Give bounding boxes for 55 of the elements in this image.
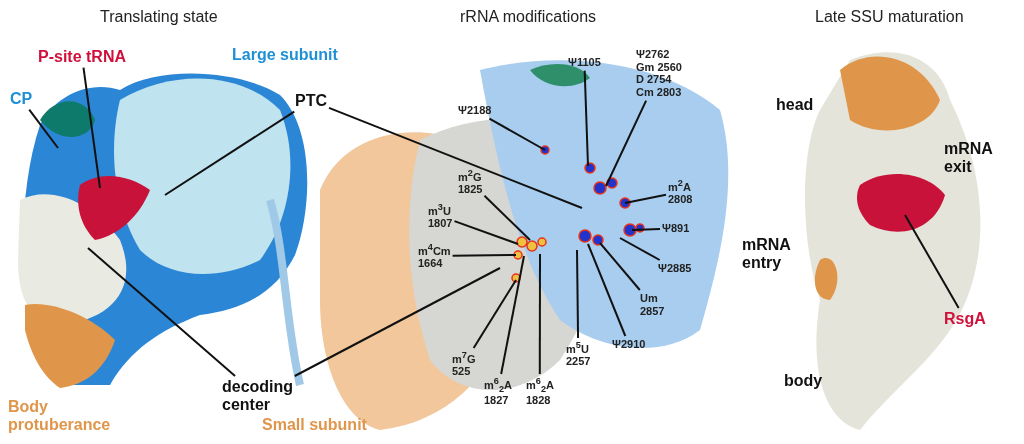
modification-label: m$^{7}$G 525 xyxy=(452,350,476,378)
leader-line xyxy=(28,108,59,149)
modification-label: m$^{2}$A 2808 xyxy=(668,178,693,206)
leader-line xyxy=(587,243,627,337)
callout-label: decoding center xyxy=(222,378,294,414)
leader-line xyxy=(904,214,960,309)
leader-line xyxy=(293,267,501,377)
modification-label: Cm 2803 xyxy=(636,85,682,99)
callout-label: CP xyxy=(10,90,33,108)
callout-label: PTC xyxy=(295,92,327,110)
leader-line xyxy=(164,110,296,196)
leader-line xyxy=(631,227,661,231)
leader-line xyxy=(619,237,661,261)
leader-line xyxy=(451,254,517,257)
leader-line xyxy=(328,106,583,209)
modification-label: Ψ2188 xyxy=(458,104,492,117)
panel-title: Late SSU maturation xyxy=(815,8,964,26)
leader-line xyxy=(605,99,648,187)
leader-line xyxy=(538,253,541,375)
modification-label: m$^{5}$U 2257 xyxy=(566,340,591,368)
modification-label: m$^{3}$U 1807 xyxy=(428,202,453,230)
modification-label: Ψ2910 xyxy=(612,338,646,351)
leader-line xyxy=(624,193,667,204)
modification-label: Ψ1105 xyxy=(568,56,601,69)
modification-label: Ψ891 xyxy=(662,222,690,235)
callout-label: P-site tRNA xyxy=(38,48,126,66)
part-label: mRNA exit xyxy=(944,140,993,176)
leader-line xyxy=(453,220,519,245)
leader-line xyxy=(500,255,525,375)
leader-line xyxy=(472,279,517,349)
leader-line xyxy=(576,249,580,339)
leader-line xyxy=(599,242,641,291)
modification-label: m$^{2}$G 1825 xyxy=(458,168,483,196)
modification-label: D 2754 xyxy=(636,73,673,86)
modification-label: m$^{6}$$_{2}$A 1827 xyxy=(484,376,512,408)
leader-line xyxy=(488,117,546,151)
leader-line xyxy=(87,247,237,377)
panel-title: rRNA modifications xyxy=(460,8,597,26)
leader-line xyxy=(583,69,589,167)
part-label: mRNA entry xyxy=(742,236,791,272)
panel-title: Translating state xyxy=(100,8,218,26)
modification-label: Ψ2885 xyxy=(658,262,692,275)
leader-line xyxy=(483,194,531,241)
part-label: head xyxy=(776,96,814,114)
modification-label: m$^{4}$Cm 1664 xyxy=(418,242,451,270)
modification-label: m$^{6}$$_{2}$A 1828 xyxy=(526,376,554,408)
part-label: body xyxy=(784,372,823,390)
modification-label: Ψ2762 xyxy=(636,48,671,61)
part-label: Body protuberance xyxy=(8,398,111,434)
modification-label: Um 2857 xyxy=(640,292,665,318)
callout-label: RsgA xyxy=(944,310,986,328)
part-label: Large subunit xyxy=(232,46,338,64)
modification-label: Gm 2560 xyxy=(636,60,682,74)
leader-line xyxy=(82,66,101,189)
part-label: Small subunit xyxy=(262,416,367,434)
